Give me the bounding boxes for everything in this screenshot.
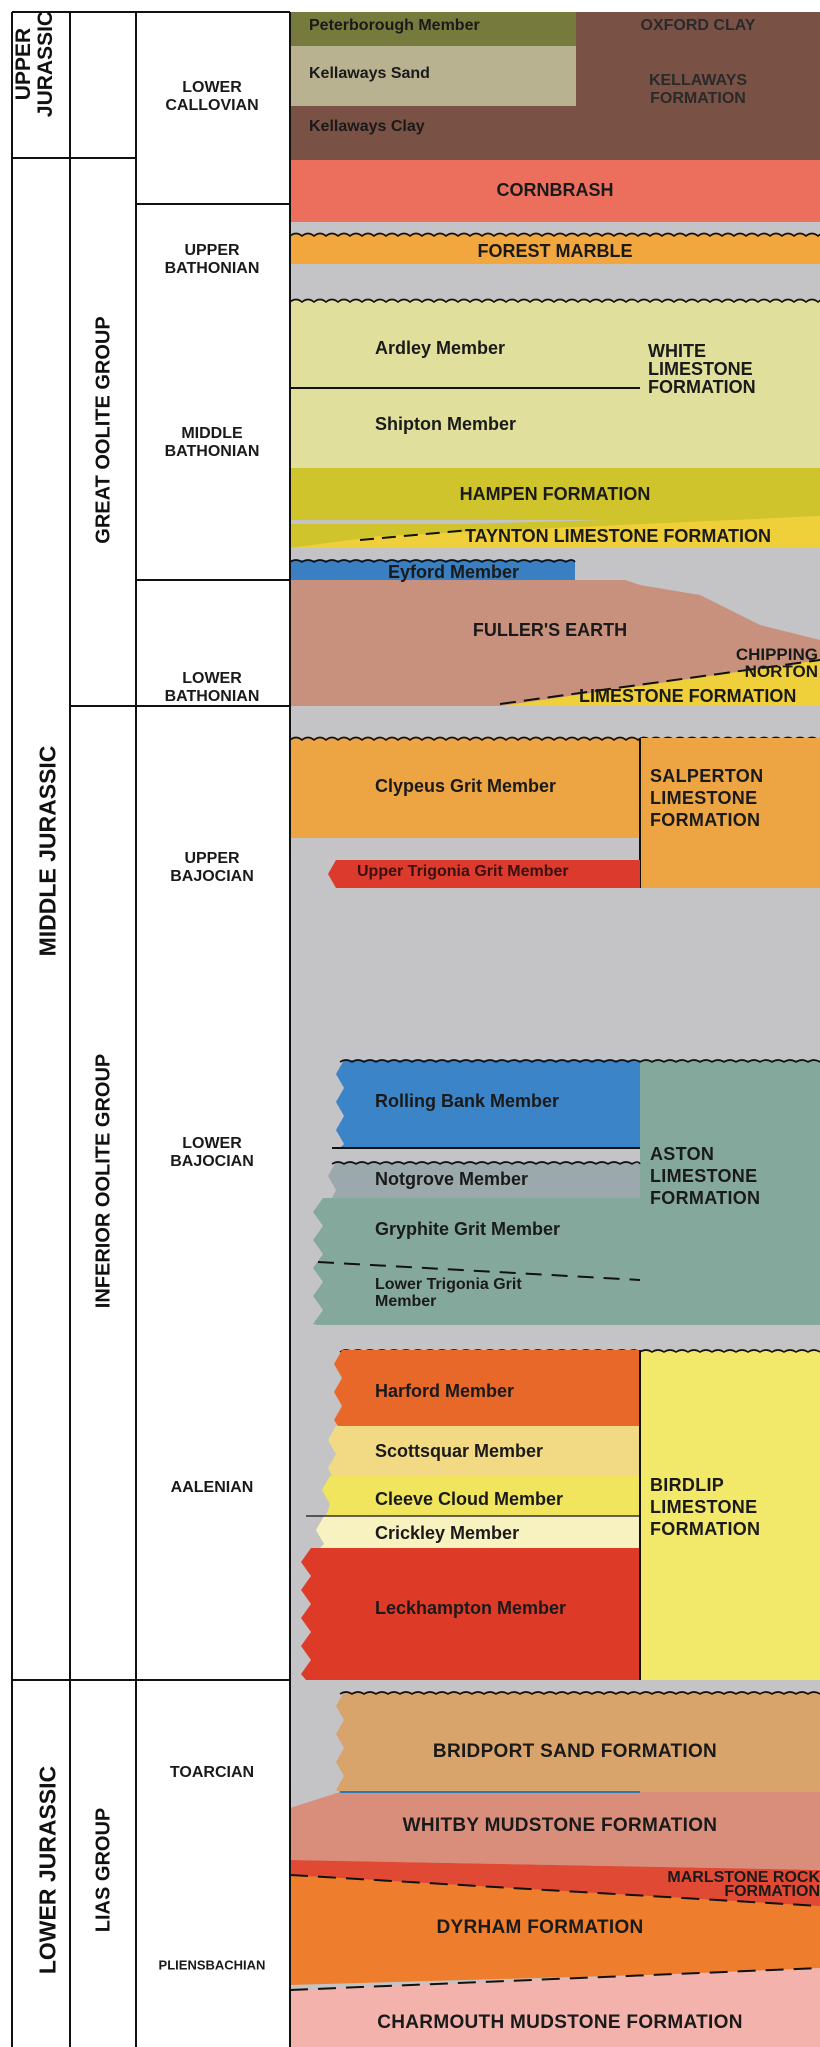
boundary-dyrham-charmouth <box>289 1967 820 1991</box>
unit-kellaways-formation: KELLAWAYS FORMATION <box>648 72 748 107</box>
unit-peterborough-member: Peterborough Member <box>309 17 480 34</box>
unit-fullers-earth: FULLER'S EARTH <box>472 620 628 640</box>
unit-chipping-norton-formation: LIMESTONE FORMATION <box>579 686 797 706</box>
unit-gryphite-grit-member: Gryphite Grit Member <box>375 1219 561 1239</box>
band-peterborough-member <box>290 12 576 46</box>
group-inferior-oolite: INFERIOR OOLITE GROUP <box>92 1053 115 1309</box>
group-lias: LIAS GROUP <box>92 1807 115 1933</box>
unit-charmouth-mudstone: CHARMOUTH MUDSTONE FORMATION <box>377 2012 743 2033</box>
band-birdlip-limestone <box>640 1350 820 1680</box>
boundary-chipping-norton <box>499 659 820 705</box>
band-crickley-member <box>316 1516 640 1548</box>
unit-kellaways-clay: Kellaways Clay <box>309 118 425 135</box>
unit-chipping-norton: CHIPPING NORTON <box>735 645 818 681</box>
band-hampen-lower <box>290 514 820 520</box>
group-great-oolite: GREAT OOLITE GROUP <box>92 316 115 544</box>
band-kellaways-formation <box>576 46 820 160</box>
system-upper-jurassic: UPPER JURASSIC <box>12 10 57 118</box>
stage-upper-bathonian: UPPER BATHONIAN <box>164 242 260 277</box>
band-kellaways-sand <box>290 46 576 106</box>
unit-ardley-member: Ardley Member <box>375 338 506 358</box>
boundary-taynton <box>359 529 471 541</box>
band-salperton-limestone <box>640 738 820 888</box>
unit-harford-member: Harford Member <box>375 1381 515 1401</box>
band-kellaways-clay <box>290 106 576 160</box>
unit-marlstone-rock: MARLSTONE ROCK FORMATION <box>667 1869 820 1901</box>
stage-lower-bathonian: LOWER BATHONIAN <box>164 670 260 705</box>
band-forest-marble <box>290 234 820 264</box>
unconformity-salperton <box>289 736 820 742</box>
unit-taynton-limestone: TAYNTON LIMESTONE FORMATION <box>465 526 772 546</box>
stage-lower-callovian: LOWER CALLOVIAN <box>165 79 259 114</box>
stage-aalenian: AALENIAN <box>170 1479 254 1497</box>
unit-dyrham-formation: DYRHAM FORMATION <box>436 1917 644 1938</box>
band-charmouth-mudstone <box>290 1968 820 2047</box>
unconformity-white-limestone <box>289 298 820 304</box>
band-white-limestone <box>290 300 820 468</box>
unit-rolling-bank-member: Rolling Bank Member <box>375 1091 560 1111</box>
unit-leckhampton-member: Leckhampton Member <box>375 1598 567 1618</box>
unit-upper-trigonia-grit: Upper Trigonia Grit Member <box>357 863 569 880</box>
band-taynton-wedge <box>290 516 820 548</box>
band-rolling-bank-member <box>336 1060 640 1148</box>
stage-pliensbachian: PLIENSBACHIAN <box>158 1957 266 1973</box>
unit-bridport-sand: BRIDPORT SAND FORMATION <box>432 1741 718 1762</box>
stage-middle-bathonian: MIDDLE BATHONIAN <box>164 425 260 460</box>
band-gryphite-grit-member <box>313 1198 640 1325</box>
unconformity-notgrove <box>331 1161 641 1165</box>
band-eyford-member <box>290 560 575 580</box>
unit-crickley-member: Crickley Member <box>375 1523 520 1543</box>
unit-birdlip-limestone: BIRDLIP LIMESTONE FORMATION <box>650 1475 761 1539</box>
unit-white-limestone-formation: WHITE LIMESTONE FORMATION <box>648 341 756 397</box>
stage-lower-bajocian: LOWER BAJOCIAN <box>170 1135 254 1170</box>
unit-kellaways-sand: Kellaways Sand <box>309 65 430 82</box>
frame-columns-bg <box>12 12 290 2047</box>
unit-cornbrash: CORNBRASH <box>496 180 614 200</box>
unit-forest-marble: FOREST MARBLE <box>477 241 633 261</box>
unit-hampen-formation: HAMPEN FORMATION <box>459 484 651 504</box>
boundary-marlstone-dyrham <box>289 1874 820 1907</box>
band-upper-trigonia-grit <box>328 860 640 888</box>
band-cornbrash <box>290 160 820 222</box>
system-lower-jurassic: LOWER JURASSIC <box>34 1765 61 1975</box>
boundary-gryphite-trigonia <box>317 1261 641 1281</box>
unit-lower-trigonia-grit: Lower Trigonia Grit Member <box>375 1276 522 1310</box>
band-hampen <box>290 468 820 514</box>
unit-scottsquar-member: Scottsquar Member <box>375 1441 544 1461</box>
system-middle-jurassic: MIDDLE JURASSIC <box>34 745 61 957</box>
band-whitby-mudstone <box>290 1792 820 1870</box>
unit-whitby-mudstone: WHITBY MUDSTONE FORMATION <box>402 1815 718 1836</box>
band-leckhampton-member <box>301 1548 640 1680</box>
unit-shipton-member: Shipton Member <box>375 414 517 434</box>
unit-oxford-clay: OXFORD CLAY <box>640 17 756 34</box>
unconformity-rolling-bank <box>339 1059 820 1063</box>
unconformity-forest-marble <box>289 232 820 238</box>
unconformity-eyford <box>289 559 576 563</box>
unit-notgrove-member: Notgrove Member <box>375 1169 529 1189</box>
band-dyrham-formation <box>290 1875 820 1985</box>
band-harford-member <box>334 1350 640 1426</box>
unit-eyford-member: Eyford Member <box>388 562 520 582</box>
unit-cleeve-cloud-member: Cleeve Cloud Member <box>375 1489 564 1509</box>
band-notgrove-member <box>328 1162 640 1198</box>
band-bridport-sand <box>336 1692 820 1792</box>
unit-aston-limestone: ASTON LIMESTONE FORMATION <box>650 1144 761 1208</box>
unit-clypeus-grit-member: Clypeus Grit Member <box>375 776 557 796</box>
band-cleeve-cloud-member <box>322 1476 640 1516</box>
band-aston-limestone <box>640 1060 820 1325</box>
band-scottsquar-member <box>328 1426 640 1476</box>
band-oxford-clay <box>576 12 820 46</box>
stage-toarcian: TOARCIAN <box>169 1764 255 1782</box>
unit-salperton-limestone: SALPERTON LIMESTONE FORMATION <box>650 766 764 830</box>
stage-upper-bajocian: UPPER BAJOCIAN <box>170 850 254 885</box>
unconformity-bridport <box>339 1691 820 1695</box>
